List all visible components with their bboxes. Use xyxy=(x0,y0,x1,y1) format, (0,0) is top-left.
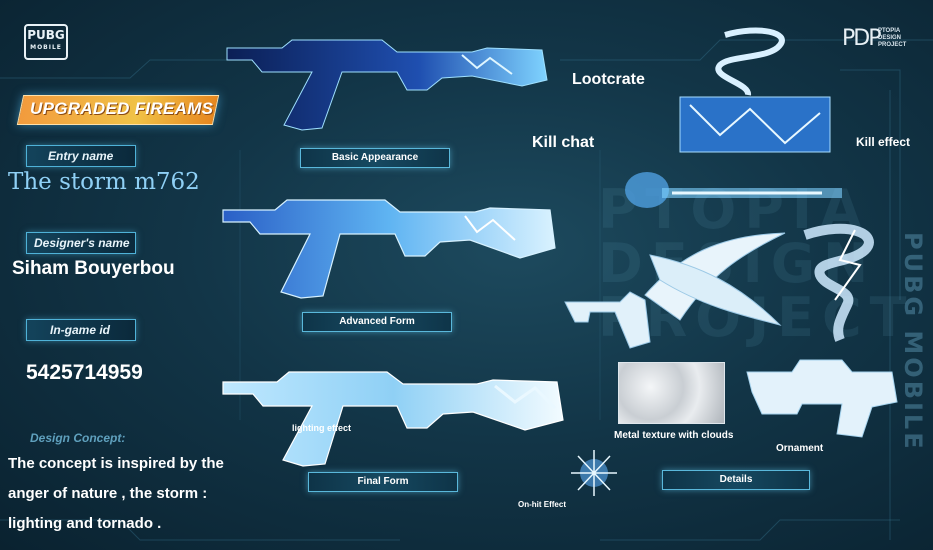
blades-detail-image xyxy=(644,232,786,326)
details-label: Details xyxy=(719,474,753,485)
advanced-form-label: Advanced Form xyxy=(339,316,415,327)
kill-chat-label: Kill chat xyxy=(532,134,595,151)
basic-appearance-caption: Basic Appearance xyxy=(300,148,450,168)
banner-title: UPGRADED FIREAMS xyxy=(30,99,214,118)
details-caption: Details xyxy=(662,470,810,490)
pdp-logo-line-1: PTOPIA xyxy=(878,28,901,34)
final-form-caption: Final Form xyxy=(308,472,458,492)
entry-name-label: Entry name xyxy=(48,149,114,163)
pubg-logo-sub: MOBILE xyxy=(30,44,62,51)
in-game-id-label: In-game id xyxy=(50,323,111,337)
pdp-logo-mark: PDP xyxy=(842,26,882,51)
final-form-rifle-image xyxy=(222,371,564,467)
metal-texture-label: Metal texture with clouds xyxy=(614,430,734,441)
basic-appearance-label: Basic Appearance xyxy=(331,152,419,163)
pubg-mobile-logo: PUBG MOBILE xyxy=(24,24,68,60)
pdp-logo-line-2: DESIGN xyxy=(878,35,902,41)
in-game-id-label-box xyxy=(26,319,136,341)
designer-name-label-box xyxy=(26,232,136,254)
advanced-form-caption: Advanced Form xyxy=(302,312,452,332)
lighting-effect-label: lighting effect xyxy=(292,423,351,433)
on-hit-effect-label: On-hit Effect xyxy=(518,500,566,509)
design-concept-line-3: lighting and tornado . xyxy=(8,515,162,532)
design-concept-line-2: anger of nature , the storm : xyxy=(8,485,208,502)
ptopia-design-project-logo: PDP PTOPIA DESIGN PROJECT xyxy=(842,26,912,52)
ornament-image xyxy=(746,359,898,438)
pdp-logo-text: PTOPIA DESIGN PROJECT xyxy=(878,28,906,49)
pdp-logo-line-3: PROJECT xyxy=(878,42,907,48)
in-game-id-value: 5425714959 xyxy=(26,361,143,384)
designer-name-value: Siham Bouyerbou xyxy=(12,258,175,279)
advanced-form-rifle-image xyxy=(222,199,556,299)
design-concept-line-1: The concept is inspired by the xyxy=(8,455,224,472)
ornament-label: Ornament xyxy=(776,443,824,454)
lootcrate-label: Lootcrate xyxy=(572,71,645,88)
grip-detail-image xyxy=(564,291,651,349)
lootcrate-image xyxy=(679,27,831,153)
pubg-logo-text: PUBG xyxy=(27,28,65,42)
design-concept-title: Design Concept: xyxy=(30,431,126,445)
final-form-label: Final Form xyxy=(357,476,409,487)
entry-name-label-box xyxy=(26,145,136,167)
entry-name-value: The storm m762 xyxy=(8,169,200,195)
side-pubg-mobile-text: PUBG MOBILE xyxy=(899,232,927,452)
metal-texture-image xyxy=(618,362,725,424)
kill-chat-image xyxy=(625,172,842,208)
designer-name-label: Designer's name xyxy=(34,236,130,250)
kill-effect-label: Kill effect xyxy=(856,135,911,149)
basic-appearance-rifle-image xyxy=(226,39,548,131)
on-hit-effect-image xyxy=(571,450,617,496)
kill-effect-image xyxy=(803,223,874,342)
